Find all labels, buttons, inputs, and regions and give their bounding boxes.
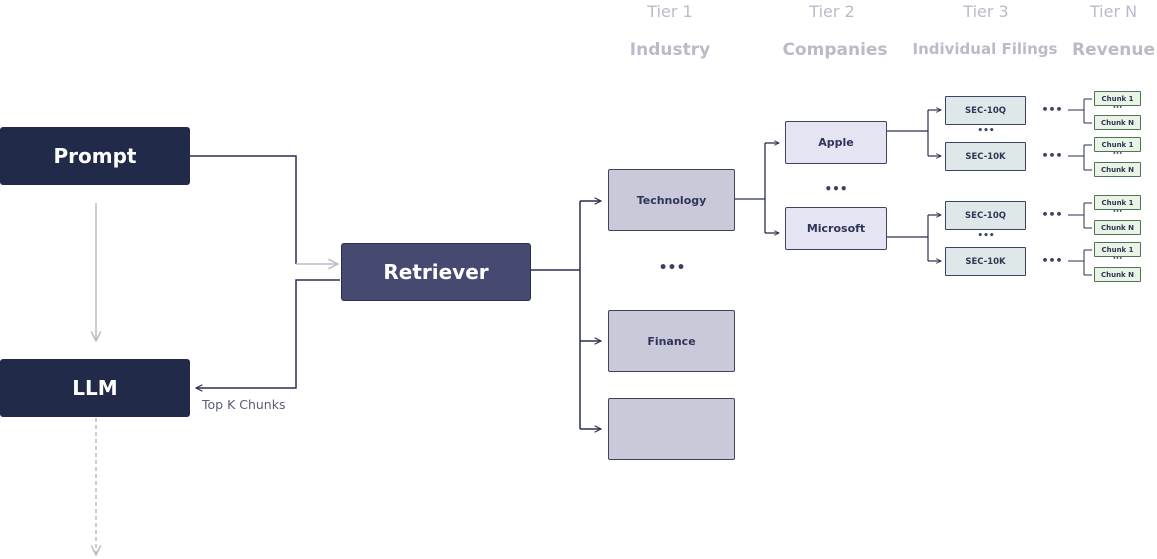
prompt-to-retriever-arrow: [190, 155, 338, 264]
industry-ellipsis: •••: [658, 260, 686, 276]
tier-n-category: Revenue: [1072, 40, 1155, 60]
tier-1-label: Tier 1: [647, 2, 693, 21]
company-microsoft: Microsoft: [785, 207, 887, 250]
tier-1-category: Industry: [629, 40, 711, 60]
filing-apple-ellipsis: •••: [977, 126, 995, 136]
chunk-last: Chunk N: [1094, 220, 1141, 235]
retriever-node: Retriever: [341, 243, 531, 301]
tier-3-label: Tier 3: [963, 2, 1009, 21]
apple-to-filings-arrows: [887, 110, 941, 156]
chunk-first: Chunk 1: [1094, 137, 1141, 152]
filing-apple-10k: SEC-10K: [945, 142, 1026, 171]
tier-3-category: Individual Filings: [912, 40, 1058, 58]
llm-node: LLM: [0, 359, 190, 417]
retriever-to-industries-arrows: [531, 201, 601, 429]
tier-n-label: Tier N: [1089, 2, 1138, 21]
company-apple: Apple: [785, 121, 887, 164]
chunk-ellipsis: •••: [1112, 256, 1123, 262]
chunk-last: Chunk N: [1094, 115, 1141, 130]
chunk-last: Chunk N: [1094, 267, 1141, 282]
company-ellipsis: •••: [824, 182, 848, 196]
chunk-ellipsis: •••: [1112, 105, 1123, 111]
tier-2-category: Companies: [782, 40, 888, 60]
filing-microsoft-10k: SEC-10K: [945, 247, 1026, 276]
tier-n-ellipsis-2: •••: [1041, 149, 1063, 162]
microsoft-to-filings-arrows: [887, 215, 941, 261]
tier-2-label: Tier 2: [809, 2, 855, 21]
filing-apple-10q: SEC-10Q: [945, 96, 1026, 125]
filing-microsoft-10q: SEC-10Q: [945, 201, 1026, 230]
industry-technology: Technology: [608, 169, 735, 231]
tier-n-ellipsis-1: •••: [1041, 103, 1063, 116]
tier-n-ellipsis-3: •••: [1041, 208, 1063, 221]
top-k-chunks-label: Top K Chunks: [202, 397, 286, 412]
filings-to-chunks-arrows: [1068, 98, 1092, 276]
chunk-first: Chunk 1: [1094, 195, 1141, 210]
tier-n-ellipsis-4: •••: [1041, 254, 1063, 267]
chunk-ellipsis: •••: [1112, 209, 1123, 215]
chunk-last: Chunk N: [1094, 162, 1141, 177]
retriever-to-llm-arrow: [196, 279, 340, 388]
prompt-node: Prompt: [0, 127, 190, 185]
filing-microsoft-ellipsis: •••: [977, 231, 995, 241]
chunk-first: Chunk 1: [1094, 242, 1141, 257]
chunk-first: Chunk 1: [1094, 91, 1141, 106]
chunk-ellipsis: •••: [1112, 151, 1123, 157]
industry-empty: [608, 398, 735, 460]
industry-to-companies-arrows: [734, 143, 779, 233]
industry-finance: Finance: [608, 310, 735, 372]
